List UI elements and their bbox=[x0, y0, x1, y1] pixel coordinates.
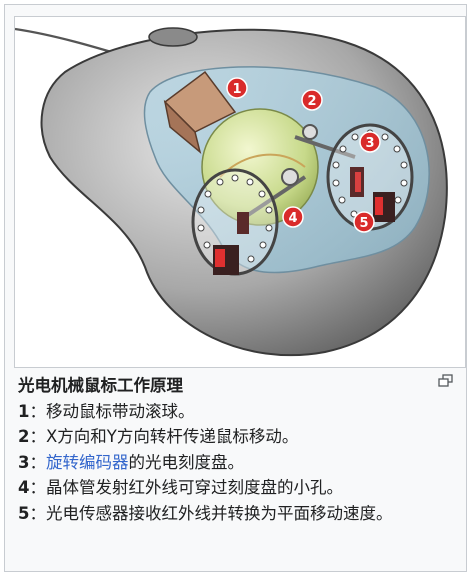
marker-4: 4 bbox=[282, 206, 304, 228]
svg-text:5: 5 bbox=[359, 216, 368, 231]
enlarge-icon[interactable] bbox=[438, 373, 454, 387]
svg-text:3: 3 bbox=[365, 136, 374, 151]
thumbnail-frame: 1 2 3 4 5 光电机械鼠标工作原理 bbox=[4, 4, 467, 572]
caption-item-3: 3：旋转编码器的光电刻度盘。 bbox=[18, 452, 244, 472]
rotary-encoder-link[interactable]: 旋转编码器 bbox=[45, 452, 129, 472]
caption-title: 光电机械鼠标工作原理 bbox=[18, 376, 183, 395]
scroll-wheel bbox=[148, 27, 198, 47]
prism-side bbox=[163, 99, 202, 155]
ball bbox=[201, 108, 319, 226]
svg-text:1: 1 bbox=[232, 82, 241, 97]
caption-item-1: 1：移动鼠标带动滚球。 bbox=[18, 401, 195, 421]
marker-1: 1 bbox=[226, 77, 248, 99]
mouse-illustration: 1 2 3 4 5 bbox=[15, 27, 448, 357]
caption-item-4: 4：晶体管发射红外线可穿过刻度盘的小孔。 bbox=[18, 478, 343, 498]
caption-item-5: 5：光电传感器接收红外线并转换为平面移动速度。 bbox=[18, 503, 393, 523]
caption-item-2: 2：X方向和Y方向转杆传递鼠标移动。 bbox=[18, 427, 299, 447]
y-axle bbox=[294, 135, 356, 159]
marker-3: 3 bbox=[359, 131, 381, 153]
figure-caption: 光电机械鼠标工作原理 1：移动鼠标带动滚球。 2：X方向和Y方向转杆传递鼠标移动… bbox=[18, 373, 458, 527]
mouse-diagram-image[interactable]: 1 2 3 4 5 bbox=[14, 16, 466, 368]
svg-text:4: 4 bbox=[288, 211, 297, 226]
emitter-4 bbox=[237, 212, 249, 234]
marker-5: 5 bbox=[353, 211, 375, 233]
svg-text:2: 2 bbox=[307, 94, 316, 109]
marker-2: 2 bbox=[301, 89, 323, 111]
